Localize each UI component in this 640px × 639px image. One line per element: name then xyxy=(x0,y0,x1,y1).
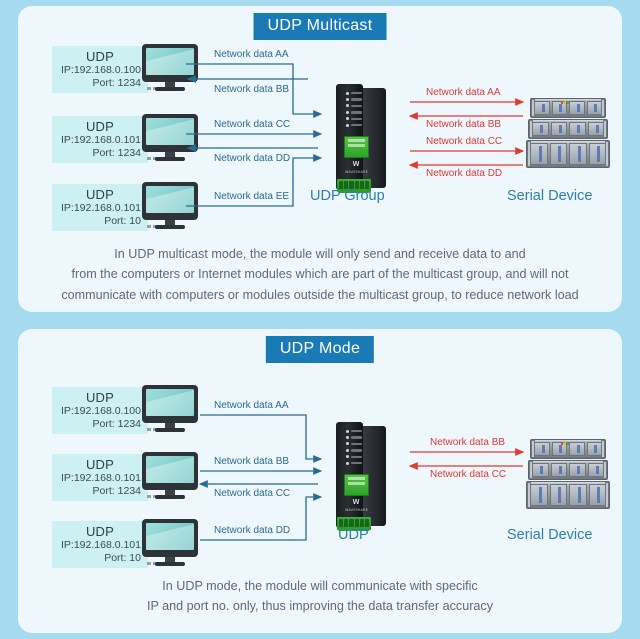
serial-device-caption-2: Serial Device xyxy=(507,527,593,543)
serial-device-caption: Serial Device xyxy=(507,188,593,204)
serial-flow-label-aa: Network data AA xyxy=(426,87,501,98)
panel-udp-multicast: UDP Multicast UDP IP:192.168.0.100 Port:… xyxy=(18,6,622,312)
caption-line-2-2: IP and port no. only, thus improving the… xyxy=(146,599,494,614)
host-2-port: Port: 1234 xyxy=(92,146,141,159)
flow-label-aa-2: Network data AA xyxy=(214,400,289,411)
host-6-ip: IP:192.168.0.101 xyxy=(61,539,141,552)
host-4-ip: IP:192.168.0.100 xyxy=(61,405,141,418)
host-4-info: UDP IP:192.168.0.100 Port: 1234 xyxy=(52,387,148,435)
panel-caption-udp-mode: In UDP mode, the module will communicate… xyxy=(32,576,608,617)
host-4-port: Port: 1234 xyxy=(92,417,141,430)
host-3-info: UDP IP:192.168.0.101 Port: 10 xyxy=(52,184,148,232)
serial-device-icon-2 xyxy=(526,439,610,513)
flow-label-bb-2: Network data BB xyxy=(214,456,290,467)
caption-line-1: In UDP multicast mode, the module will o… xyxy=(114,247,526,261)
host-6-monitor-icon xyxy=(142,519,198,567)
udp-module-caption-2: UDP xyxy=(338,527,369,543)
flow-label-ee: Network data EE xyxy=(214,191,290,202)
host-6-info: UDP IP:192.168.0.101 Port: 10 xyxy=(52,521,148,569)
host-2-monitor-icon xyxy=(142,114,198,162)
panel-title-udp-multicast: UDP Multicast xyxy=(253,13,387,40)
udp-module-caption: UDP Group xyxy=(310,188,385,204)
panel-caption-multicast: In UDP multicast mode, the module will o… xyxy=(32,244,608,305)
flow-label-cc: Network data CC xyxy=(214,119,291,130)
host-1-ip: IP:192.168.0.100 xyxy=(61,64,141,77)
host-3-ip: IP:192.168.0.101 xyxy=(61,202,141,215)
caption-line-2: from the computers or Internet modules w… xyxy=(71,267,569,282)
serial-flow-label-cc: Network data CC xyxy=(426,136,503,147)
host-4-protocol: UDP xyxy=(85,390,115,405)
host-6-protocol: UDP xyxy=(85,524,115,539)
flow-arrows-top xyxy=(186,63,525,207)
panel-udp-mode: UDP Mode UDP IP:192.168.0.100 Port: 1234… xyxy=(18,329,622,633)
flow-arrows-bottom xyxy=(198,414,525,541)
host-5-ip: IP:192.168.0.101 xyxy=(61,472,141,485)
host-2-info: UDP IP:192.168.0.101 Port: 1234 xyxy=(52,116,148,164)
serial-device-icon xyxy=(526,98,610,172)
host-3-port: Port: 10 xyxy=(104,214,141,227)
host-2-protocol: UDP xyxy=(85,119,115,134)
serial-flow-label-bb-2: Network data BB xyxy=(430,437,506,448)
flow-label-bb: Network data BB xyxy=(214,84,290,95)
host-6-port: Port: 10 xyxy=(104,551,141,564)
caption-line-3: communicate with computers or modules ou… xyxy=(61,287,579,302)
caption-line-1-2: In UDP mode, the module will communicate… xyxy=(162,579,478,593)
flow-label-dd-2: Network data DD xyxy=(214,525,291,536)
serial-flow-label-bb: Network data BB xyxy=(426,119,502,130)
host-1-info: UDP IP:192.168.0.100 Port: 1234 xyxy=(52,46,148,94)
host-3-monitor-icon xyxy=(142,182,198,230)
flow-label-aa: Network data AA xyxy=(214,49,289,60)
host-3-protocol: UDP xyxy=(85,187,115,202)
host-5-port: Port: 1234 xyxy=(92,484,141,497)
host-1-protocol: UDP xyxy=(85,49,115,64)
host-4-monitor-icon xyxy=(142,385,198,433)
panel-title-udp-mode: UDP Mode xyxy=(265,336,375,363)
host-5-info: UDP IP:192.168.0.101 Port: 1234 xyxy=(52,454,148,502)
host-1-port: Port: 1234 xyxy=(92,76,141,89)
flow-label-cc-2: Network data CC xyxy=(214,488,291,499)
host-1-monitor-icon xyxy=(142,44,198,92)
serial-flow-label-dd: Network data DD xyxy=(426,168,503,179)
host-5-protocol: UDP xyxy=(85,457,115,472)
host-2-ip: IP:192.168.0.101 xyxy=(61,134,141,147)
serial-flow-label-cc-2: Network data CC xyxy=(430,469,507,480)
host-5-monitor-icon xyxy=(142,452,198,500)
flow-label-dd: Network data DD xyxy=(214,153,291,164)
